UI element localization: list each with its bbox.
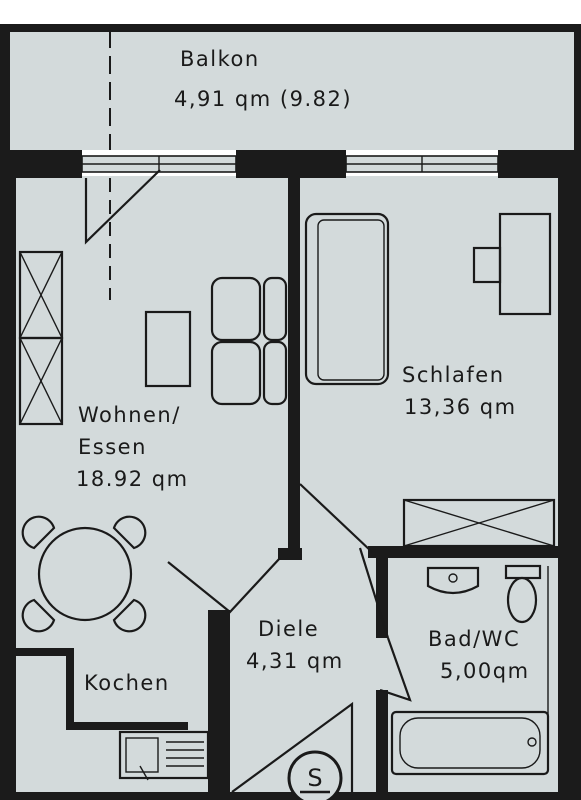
wohnen-name-line1: Wohnen/ (78, 403, 181, 427)
walls (0, 150, 581, 800)
furniture-schlafen (304, 212, 556, 548)
door-swings (84, 169, 412, 793)
schlafen-area: 13,36 qm (404, 395, 517, 419)
room-labels: Balkon 4,91 qm (9.82) Wohnen/ Essen 18.9… (76, 47, 530, 695)
furniture-kochen (118, 730, 210, 781)
furniture-bad (390, 564, 550, 776)
schlafen-name: Schlafen (402, 363, 505, 387)
window-schlafen (345, 155, 499, 173)
furniture-wohnen (18, 250, 288, 633)
diele-name: Diele (258, 617, 319, 641)
bad-area: 5,00qm (440, 659, 530, 683)
diele-area: 4,31 qm (246, 649, 344, 673)
wohnen-name-line2: Essen (78, 435, 147, 459)
wohnen-area: 18.92 qm (76, 467, 189, 491)
balkon-area: 4,91 qm (9.82) (174, 87, 352, 111)
kochen-name: Kochen (84, 671, 170, 695)
entrance-marker: S (287, 750, 343, 800)
window-wohnen (81, 155, 237, 173)
balcony-area (0, 24, 581, 174)
entrance-marker-label: S (307, 764, 322, 792)
balkon-name: Balkon (180, 47, 260, 71)
bad-name: Bad/WC (428, 627, 520, 651)
